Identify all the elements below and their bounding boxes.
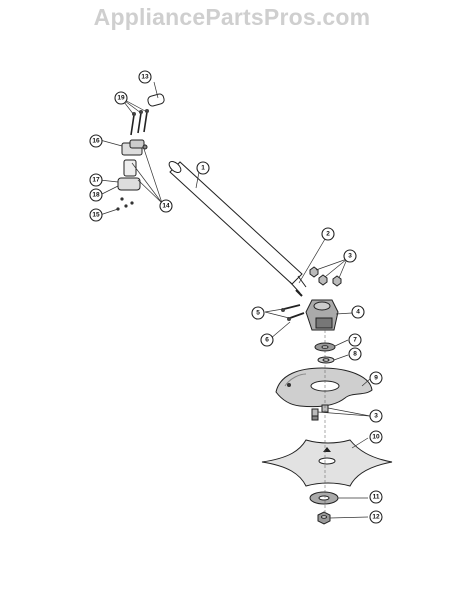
callout-label: 5: [256, 310, 260, 317]
callout-10: 10: [369, 430, 383, 444]
callout-4: 4: [351, 305, 365, 319]
watermark-text: AppliancePartsPros.com: [93, 4, 371, 30]
callout-1: 1: [196, 161, 210, 175]
callout-19: 19: [114, 91, 128, 105]
callout-label: 7: [353, 337, 357, 344]
callout-label: 8: [353, 351, 357, 358]
callout-13: 13: [138, 70, 152, 84]
callout-label: 18: [92, 192, 100, 199]
callout-14: 14: [159, 199, 173, 213]
callout-label: 1: [201, 165, 205, 172]
callout-11: 11: [369, 490, 383, 504]
drive-shaft: [168, 160, 307, 297]
callout-label: 16: [92, 138, 100, 145]
callout-3-lower: 3: [369, 409, 383, 423]
upper-washers: [314, 342, 336, 364]
blade-nut: [317, 511, 331, 525]
callout-label: 6: [265, 337, 269, 344]
callout-12: 12: [369, 510, 383, 524]
blade-cup-washer: [309, 491, 339, 505]
callout-15: 15: [89, 208, 103, 222]
callout-label: 3: [374, 413, 378, 420]
callout-label: 14: [162, 203, 170, 210]
handle-bolts: [130, 109, 149, 136]
handle-clamp-assembly: [116, 139, 148, 211]
callout-8: 8: [348, 347, 362, 361]
callout-label: 3: [348, 253, 352, 260]
blade-guard: [275, 367, 373, 408]
callout-label: 12: [372, 514, 380, 521]
nuts-upper: [309, 266, 342, 287]
callout-label: 2: [326, 231, 330, 238]
callout-2: 2: [321, 227, 335, 241]
callout-label: 17: [92, 177, 100, 184]
callout-3: 3: [343, 249, 357, 263]
callout-label: 9: [374, 375, 378, 382]
callout-label: 11: [373, 494, 380, 501]
callout-label: 19: [117, 95, 125, 102]
leader-lines: [99, 81, 371, 519]
cutting-blade: [261, 439, 393, 487]
callout-18: 18: [89, 188, 103, 202]
callout-label: 15: [92, 212, 100, 219]
callout-16: 16: [89, 134, 103, 148]
callout-label: 10: [372, 434, 380, 441]
gear-head: [305, 299, 339, 331]
callout-label: 13: [141, 74, 149, 81]
callout-7: 7: [348, 333, 362, 347]
callout-label: 4: [356, 309, 360, 316]
callout-9: 9: [369, 371, 383, 385]
callout-17: 17: [89, 173, 103, 187]
callout-5: 5: [251, 306, 265, 320]
gearhead-screws: [281, 304, 305, 321]
callout-6: 6: [260, 333, 274, 347]
